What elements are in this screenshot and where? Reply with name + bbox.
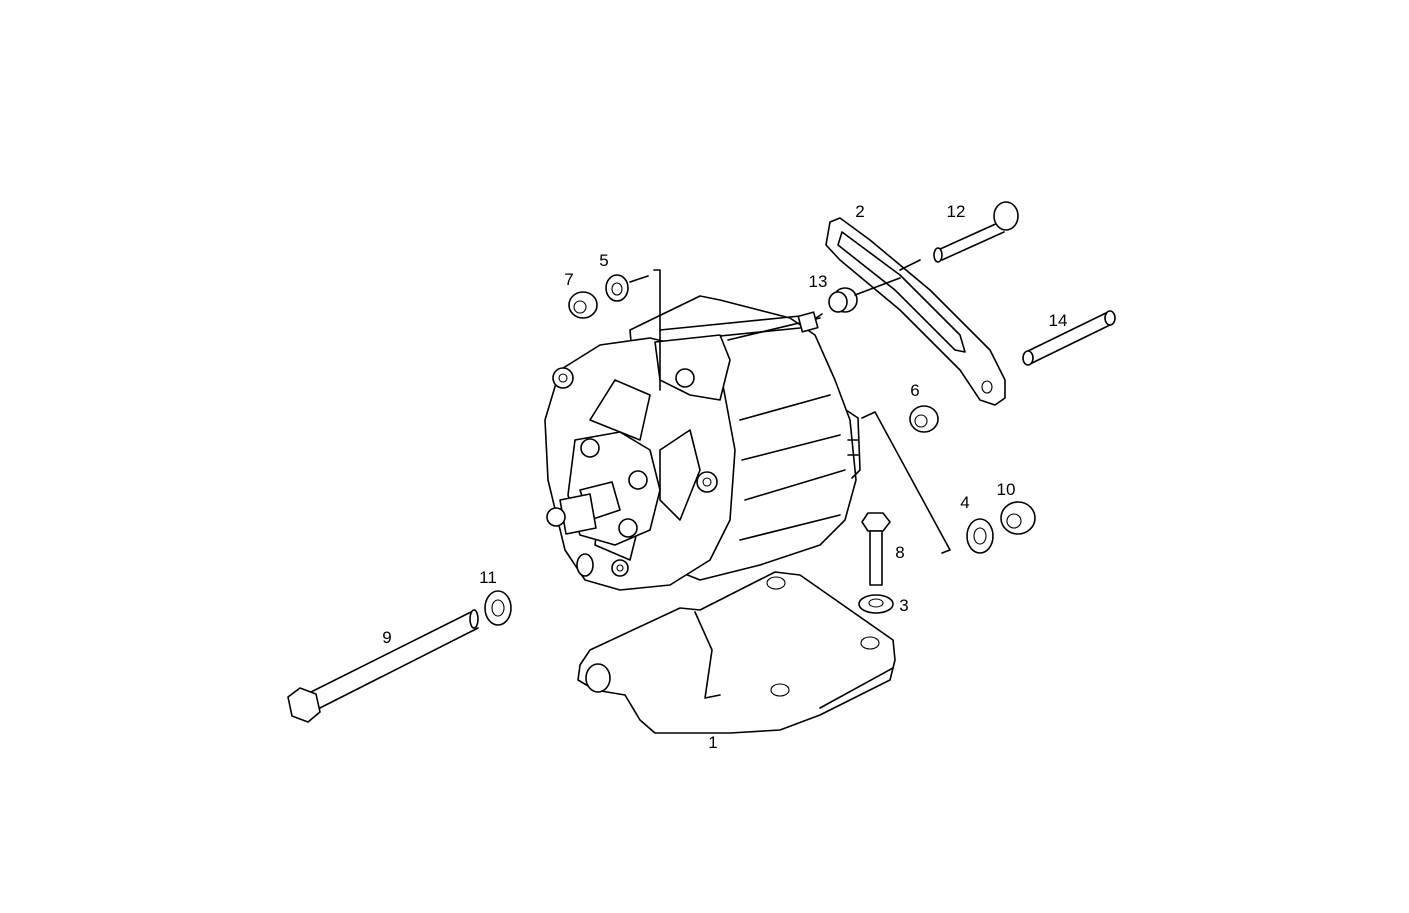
bolt-12-icon (899, 201, 1019, 271)
washer-5-icon (605, 274, 649, 302)
callout-5: 5 (599, 251, 608, 270)
callout-8: 8 (895, 543, 904, 562)
callout-9: 9 (382, 628, 391, 647)
nut-7-icon (568, 291, 598, 319)
long-bolt-9-icon (287, 609, 479, 723)
callout-11: 11 (479, 568, 497, 587)
bolt-8-icon (861, 512, 891, 586)
stud-14-icon (1022, 310, 1116, 366)
nut-6-icon (909, 405, 939, 433)
adjusting-strap-icon (825, 217, 1006, 406)
callout-1: 1 (708, 733, 717, 752)
callout-14: 14 (1049, 311, 1068, 330)
leader-lines (653, 269, 951, 554)
alternator-icon (544, 295, 861, 591)
washer-4-icon (966, 518, 994, 554)
washer-11-icon (484, 590, 512, 626)
mounting-bracket-icon (577, 571, 896, 734)
callout-10: 10 (997, 480, 1016, 499)
washer-3-icon (858, 594, 894, 614)
callout-3: 3 (899, 596, 908, 615)
bushing-13-icon (828, 277, 901, 313)
callout-13: 13 (809, 272, 828, 291)
callout-12: 12 (947, 202, 966, 221)
callout-7: 7 (564, 270, 573, 289)
callout-labels: 1 2 3 4 5 6 7 8 9 10 11 12 13 14 (382, 202, 1067, 752)
callout-4: 4 (960, 493, 969, 512)
callout-2: 2 (855, 202, 864, 221)
callout-6: 6 (910, 381, 919, 400)
nut-10-icon (1000, 501, 1036, 535)
